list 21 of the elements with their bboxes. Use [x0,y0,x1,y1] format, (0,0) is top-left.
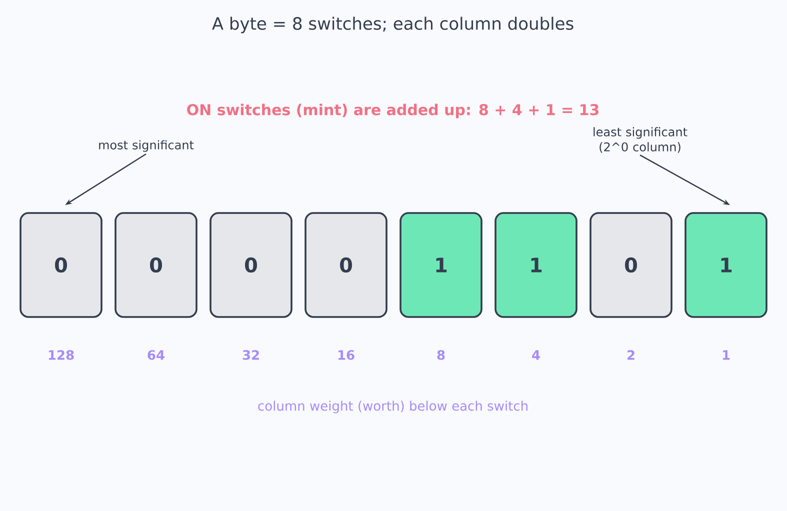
switch-box: 0 [590,212,672,318]
weight-label: 1 [722,350,730,360]
switch-box: 0 [114,212,198,318]
switch-box: 1 [684,212,768,318]
switch-box: 1 [494,212,578,318]
weight-label: 4 [532,350,540,360]
weight-label: 128 [48,350,74,360]
title: A byte = 8 switches; each column doubles [212,16,574,34]
switch-box: 1 [400,212,482,318]
switch-box: 0 [304,212,388,318]
weight-label: 32 [242,350,259,360]
weight-label: 64 [148,350,164,360]
caption-text: column weight (worth) below each switch [258,400,528,414]
weight-label: 2 [628,350,634,360]
weight-label: 16 [338,350,354,360]
subtitle: ON switches (mint) are added up: 8 + 4 + 1 = 13 [187,104,598,118]
weight-label: 8 [437,350,445,360]
switch-box: 0 [20,212,102,318]
annotation-text: least significant (2^0 column) [594,127,688,153]
annotation-text: most significant [99,140,194,152]
switch-box: 0 [210,212,292,318]
